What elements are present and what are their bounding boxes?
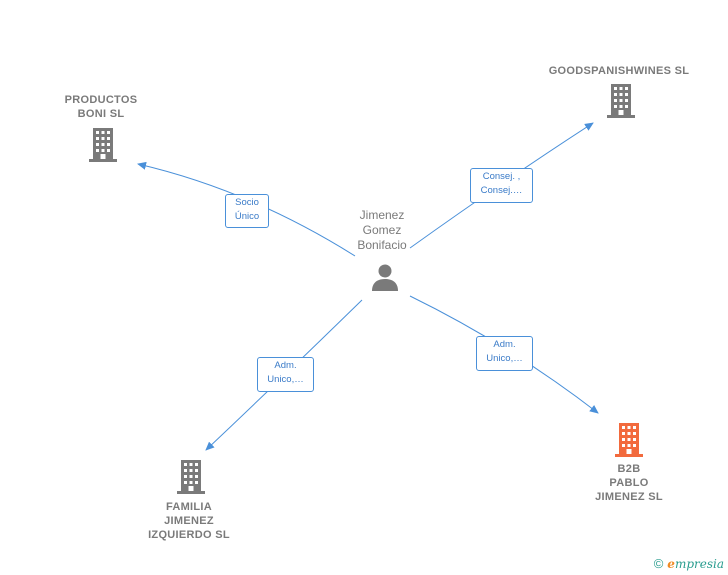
company-label-familia[interactable]: FAMILIA JIMENEZ IZQUIERDO SL (148, 501, 230, 541)
relation-badge-productos[interactable]: Socio Único (225, 194, 269, 228)
person-icon[interactable] (370, 262, 400, 292)
relation-badge-goodspanish[interactable]: Consej. , Consej.… (470, 168, 533, 203)
relation-badge-familia[interactable]: Adm. Unico,… (257, 357, 314, 392)
building-icon-productos[interactable] (88, 128, 118, 162)
building-icon-goodspanish[interactable] (606, 84, 636, 118)
copyright-symbol: © (653, 556, 664, 571)
center-person-name: Jimenez Gomez Bonifacio (357, 208, 407, 252)
copyright-footer: © empresia (654, 556, 724, 571)
building-icon-b2b[interactable] (614, 423, 644, 457)
empresia-logo[interactable]: empresia (667, 556, 724, 571)
building-icon-familia[interactable] (176, 460, 206, 494)
company-label-goodspanish[interactable]: GOODSPANISHWINES SL (548, 65, 690, 77)
relation-badge-b2b[interactable]: Adm. Unico,… (476, 336, 533, 371)
company-label-productos[interactable]: PRODUCTOS BONI SL (64, 94, 138, 120)
company-label-b2b[interactable]: B2B PABLO JIMENEZ SL (595, 463, 663, 503)
